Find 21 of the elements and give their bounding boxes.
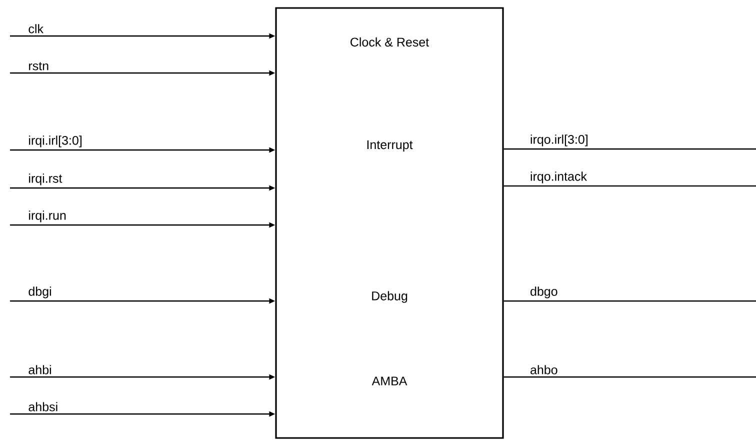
block-label: Debug	[372, 291, 408, 303]
block-label: AMBA	[372, 376, 408, 386]
signal-label: rstn	[27, 61, 50, 72]
signal-line	[504, 148, 756, 150]
signal-label: dbgo	[529, 286, 559, 300]
signal-label: irqo.intack	[529, 170, 588, 184]
signal-line	[504, 300, 756, 302]
block-box	[275, 7, 504, 439]
signal-label: clk	[27, 23, 44, 34]
signal-label: dbgi	[27, 286, 53, 300]
block-label: Interrupt	[367, 140, 413, 152]
signal-label: irqi.irl[3:0]	[27, 134, 84, 148]
signal-label: irqo.irl[3:0]	[529, 134, 590, 148]
signal-label: irqi.run	[27, 210, 68, 224]
block-label: Clock & Reset	[350, 37, 429, 47]
signal-label: irqi.rst	[27, 172, 64, 186]
signal-line	[504, 185, 756, 187]
signal-label: ahbi	[27, 364, 53, 376]
signal-line	[504, 376, 756, 378]
signal-label: ahbo	[529, 364, 559, 376]
signal-label: ahbsi	[27, 401, 60, 412]
